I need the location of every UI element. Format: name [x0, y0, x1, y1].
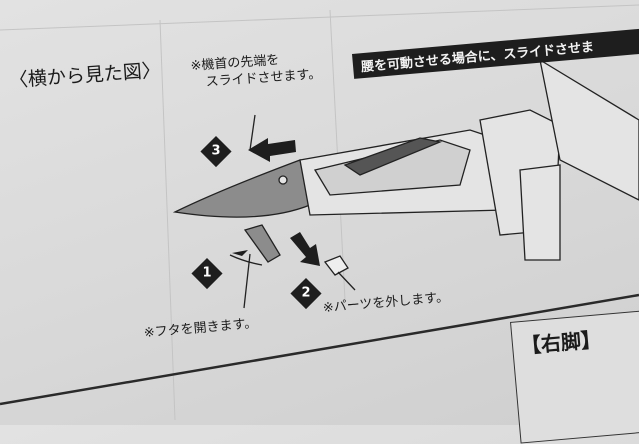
step-3-number: 3 — [211, 143, 221, 159]
divider-line — [0, 293, 639, 406]
step-3-badge: 3 — [200, 136, 232, 168]
step-2-number: 2 — [301, 285, 311, 301]
right-leg-panel: 【右脚】 — [510, 308, 639, 444]
step-1-badge: 1 — [191, 258, 223, 290]
arrow-step2 — [290, 232, 320, 266]
arrow-step3 — [248, 138, 296, 162]
arrow-step1 — [232, 250, 248, 256]
right-leg-title: 【右脚】 — [520, 327, 602, 359]
aircraft-body — [172, 58, 639, 309]
step-1-number: 1 — [202, 265, 212, 281]
step-2-badge: 2 — [290, 278, 322, 310]
arrows — [232, 138, 320, 266]
aircraft-diagram — [0, 4, 639, 421]
